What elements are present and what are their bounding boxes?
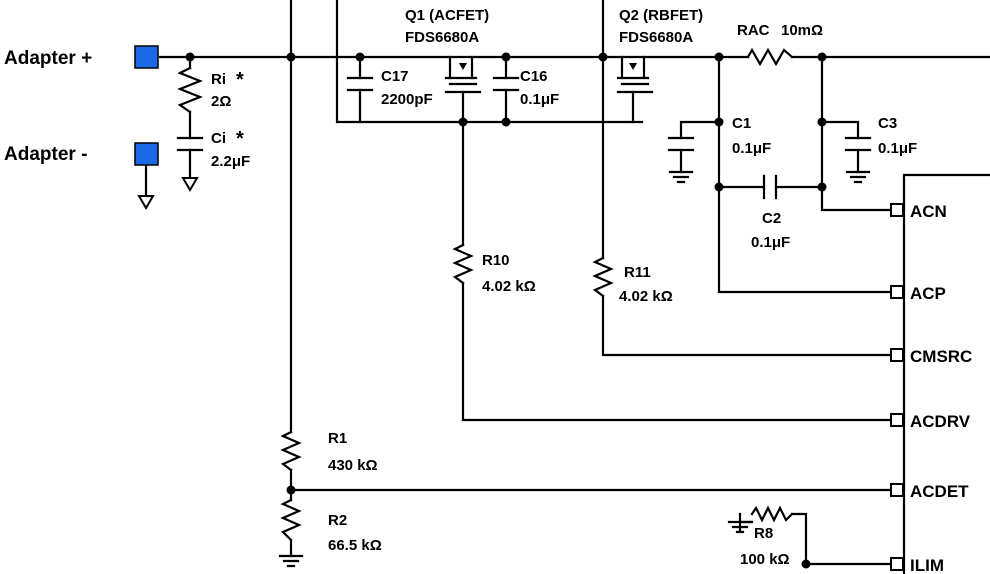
ground-arrow-icon [181,177,199,192]
r8-name: R8 [754,525,773,542]
r11-name: R11 [624,264,651,281]
capacitor-c2-icon [762,174,778,200]
mosfet-q1-icon [444,63,482,94]
junction-dot [355,52,365,62]
c3-value: 0.1μF [878,140,917,157]
c3-name: C3 [878,115,897,132]
adapter-minus-terminal [134,142,159,166]
q1-part: FDS6680A [405,29,479,46]
ci-name: Ci [211,130,226,147]
r1-name: R1 [328,430,347,447]
resistor-ri-icon [177,66,203,114]
junction-dot [286,485,296,495]
rac-name: RAC [737,22,770,39]
ic-pins: ACN ACP CMSRC ACDRV ACDET ILIM [890,202,972,574]
c16-value: 0.1μF [520,91,559,108]
ground-arrow-icon [137,195,155,210]
adapter-plus-terminal [134,45,159,69]
ground-icon [278,554,304,568]
c17-name: C17 [381,68,409,85]
c2-value: 0.1μF [751,234,790,251]
c1-value: 0.1μF [732,140,771,157]
resistor-r1-icon [280,430,302,472]
ri-value: 2Ω [211,93,231,110]
ground-icon [727,512,753,534]
pin-cmsrc-box [890,348,904,362]
ci-asterisk: * [236,128,244,150]
pin-acdrv-label: ACDRV [910,412,971,431]
r8-value: 100 kΩ [740,551,790,568]
capacitor-c17-icon [346,76,374,92]
rac-value: 10mΩ [781,22,823,39]
pin-ilim-label: ILIM [910,556,944,574]
resistor-r10-icon [452,243,474,285]
c17-value: 2200pF [381,91,433,108]
c1-name: C1 [732,115,751,132]
pin-ilim-box [890,557,904,571]
ground-icon [845,170,871,184]
capacitor-c1-icon [667,136,695,152]
pin-acn-label: ACN [910,202,947,221]
resistor-rac-icon [746,47,794,67]
q2-name: Q2 (RBFET) [619,7,703,24]
adapter-plus-label: Adapter + [4,48,92,69]
pin-cmsrc-label: CMSRC [910,347,972,366]
junction-dot [598,52,608,62]
junction-dot [501,52,511,62]
ground-icon [668,170,694,184]
capacitor-c3-icon [844,136,872,152]
junction-dot [714,52,724,62]
mosfet-q2-icon [616,63,654,94]
pin-acp-box [890,285,904,299]
ci-value: 2.2μF [211,153,250,170]
adapter-minus-label: Adapter - [4,144,87,165]
junction-dot [817,182,827,192]
q2-part: FDS6680A [619,29,693,46]
r10-value: 4.02 kΩ [482,278,536,295]
capacitor-c16-icon [492,76,520,92]
resistor-r8-icon [750,505,794,523]
pin-acp-label: ACP [910,284,946,303]
q1-name: Q1 (ACFET) [405,7,489,24]
pin-acdet-label: ACDET [910,482,969,501]
junction-dot [501,117,511,127]
junction-dot [458,117,468,127]
junction-dot [286,52,296,62]
r1-value: 430 kΩ [328,457,378,474]
junction-dot [817,117,827,127]
r2-name: R2 [328,512,347,529]
pin-acdrv-box [890,413,904,427]
resistor-r11-icon [592,256,614,298]
capacitor-ci-icon [176,136,204,152]
wires [144,0,990,574]
junction-dots [185,52,827,569]
pin-acdet-box [890,483,904,497]
resistor-r2-icon [280,498,302,542]
junction-dot [714,182,724,192]
c2-name: C2 [762,210,781,227]
r11-value: 4.02 kΩ [619,288,673,305]
junction-dot [817,52,827,62]
junction-dot [714,117,724,127]
ri-name: Ri [211,71,226,88]
c16-name: C16 [520,68,548,85]
junction-dot [185,52,195,62]
pin-acn-box [890,203,904,217]
ri-asterisk: * [236,69,244,91]
junction-dot [801,559,811,569]
r10-name: R10 [482,252,510,269]
r2-value: 66.5 kΩ [328,537,382,554]
